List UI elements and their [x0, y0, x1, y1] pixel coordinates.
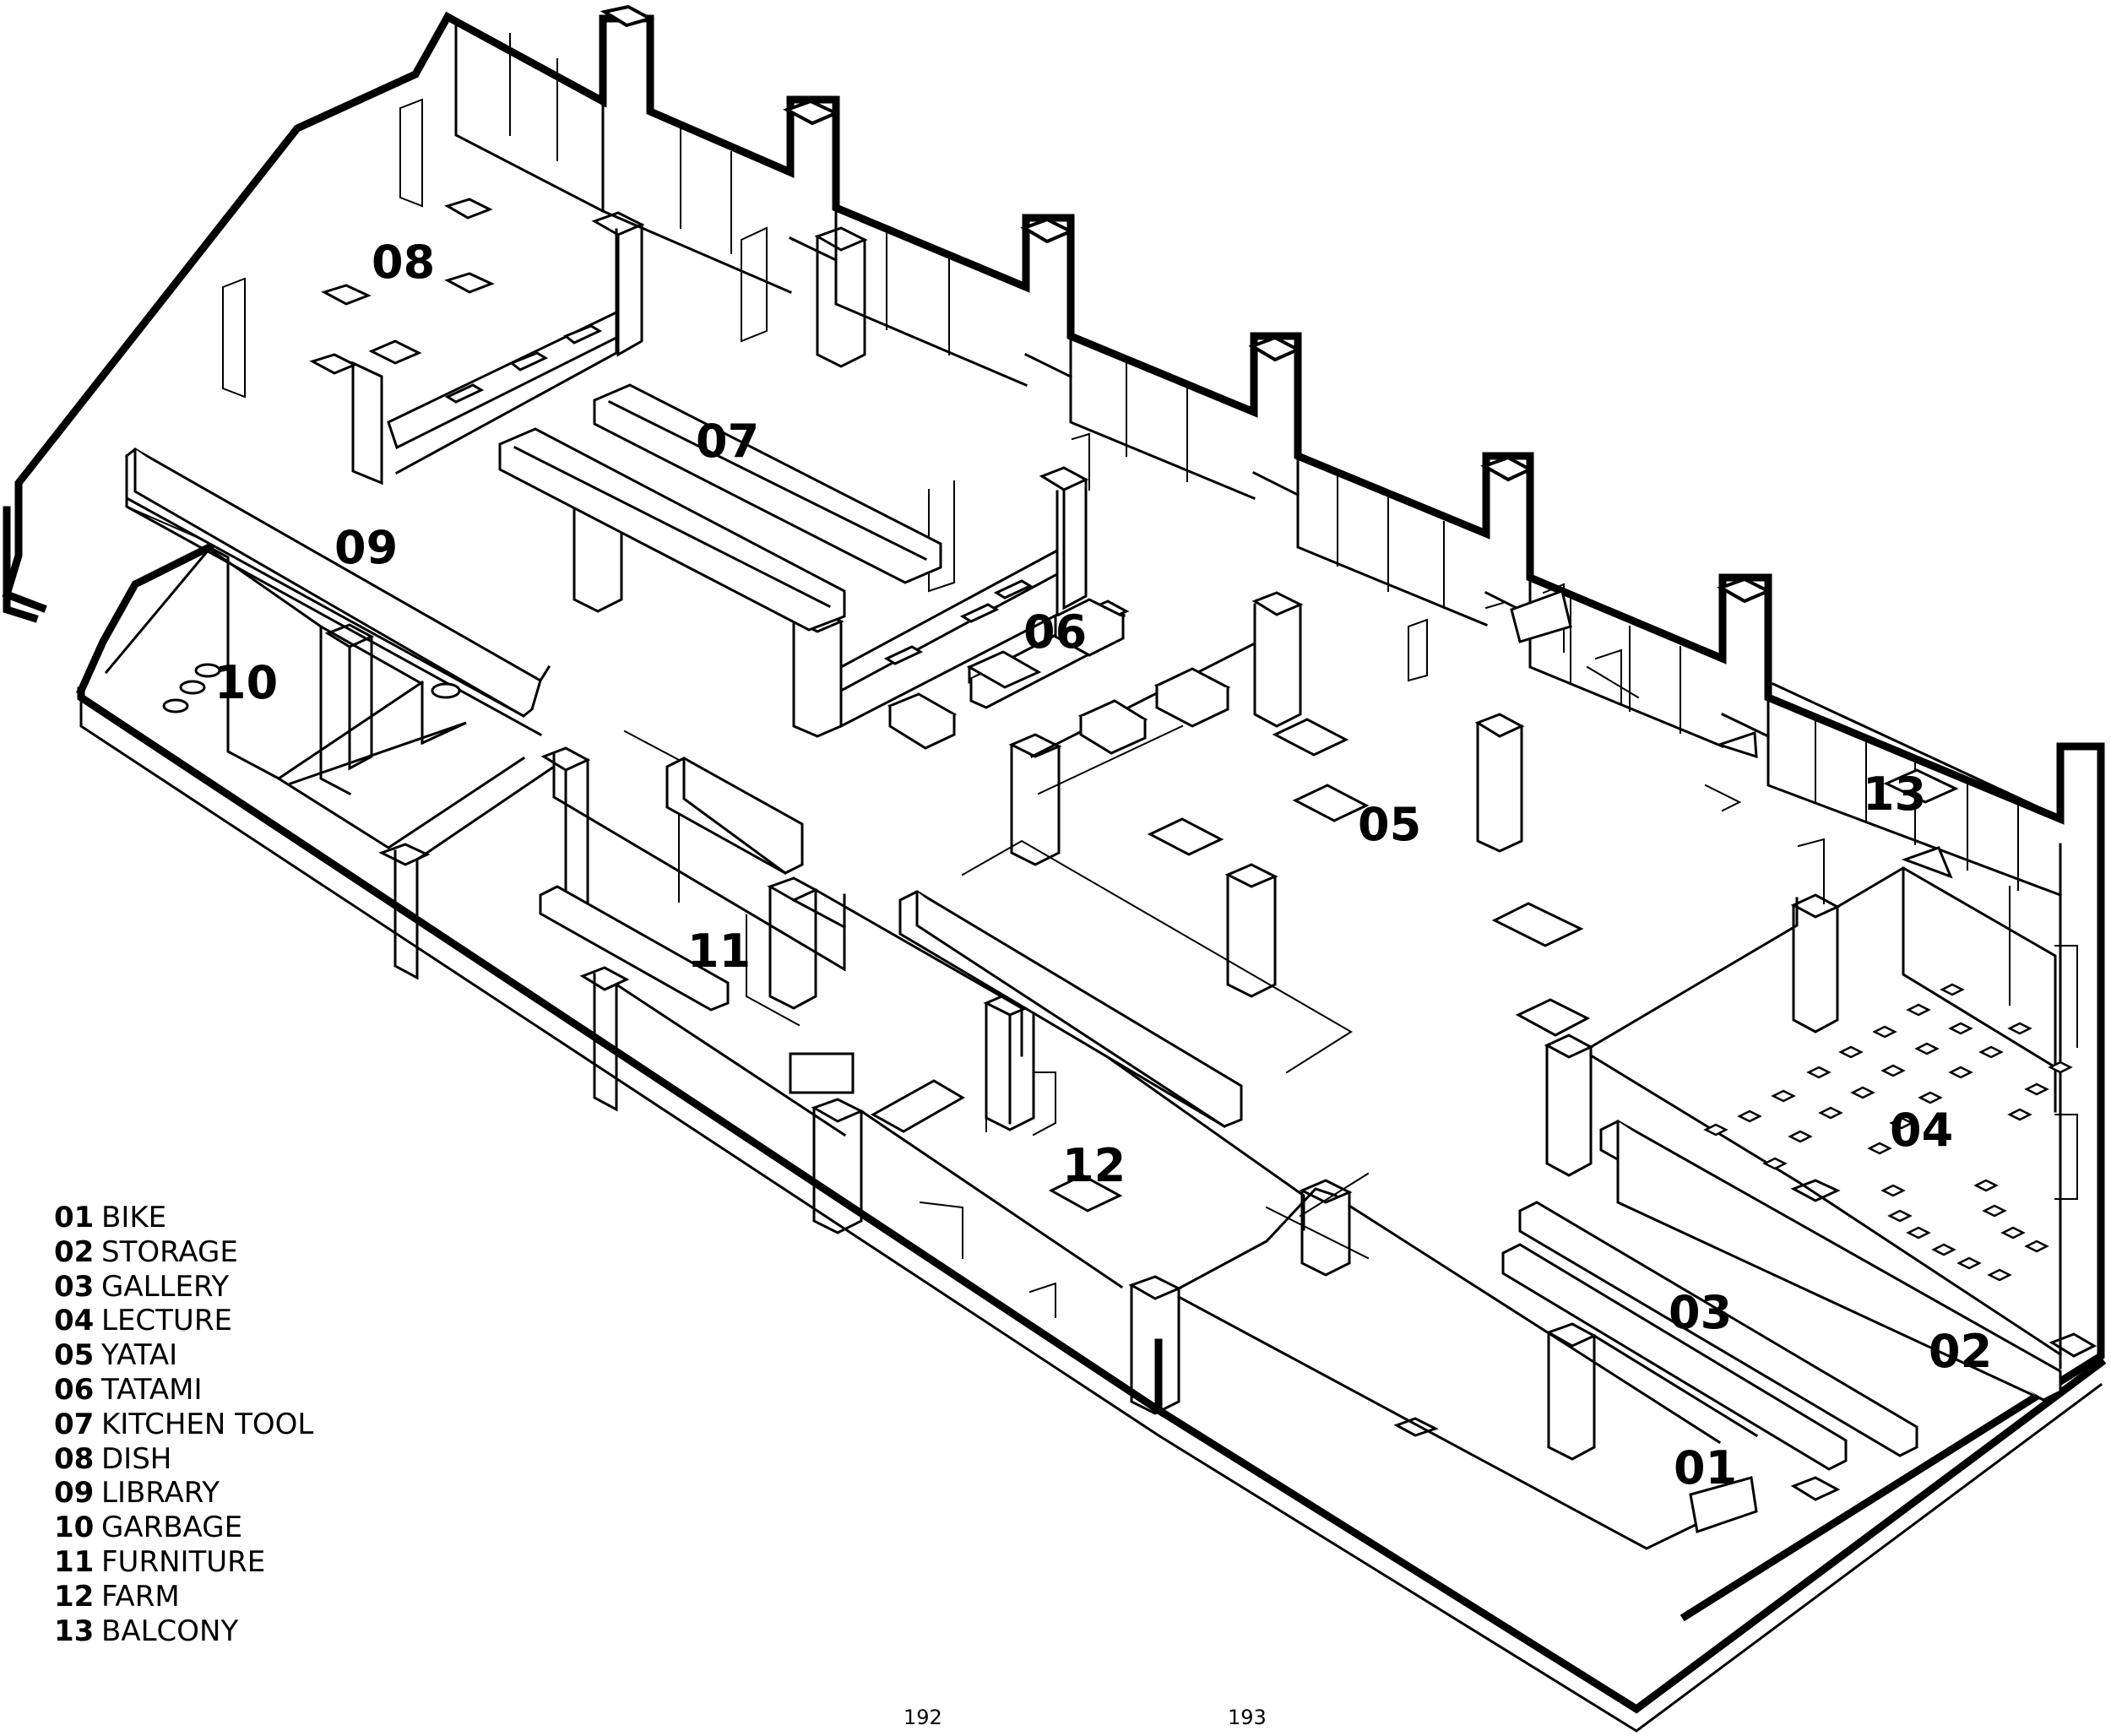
zone-label-04: 04 [1890, 1104, 1954, 1157]
legend-number: 08 [54, 1441, 95, 1476]
legend-name: LECTURE [101, 1304, 232, 1338]
legend-number: 13 [54, 1614, 95, 1648]
legend-name: BIKE [101, 1201, 167, 1234]
legend-name: DISH [101, 1441, 172, 1476]
furniture-benches [539, 757, 1243, 1133]
legend-name: FURNITURE [101, 1544, 266, 1579]
exterior-walls [2, 11, 2107, 1714]
legend-number: 05 [54, 1338, 95, 1373]
legend-number: 01 [54, 1201, 95, 1234]
page-number-left: 192 [904, 1706, 942, 1729]
legend-number: 03 [54, 1269, 95, 1304]
legend-number: 11 [54, 1544, 95, 1579]
legend-name: YATAI [101, 1338, 178, 1373]
legend-number: 10 [54, 1511, 95, 1545]
legend-number: 02 [54, 1234, 95, 1269]
kitchen-counters [498, 383, 942, 632]
perimeter-columns [600, 4, 1772, 604]
dish-counter [387, 310, 618, 450]
zone-label-02: 02 [1929, 1325, 1993, 1378]
zone-label-08: 08 [372, 236, 436, 289]
zone-label-10: 10 [214, 656, 279, 709]
tatami-platforms [887, 598, 1231, 755]
zone-label-06: 06 [1023, 605, 1088, 659]
lecture-seats [1703, 983, 2073, 1282]
legend-number: 07 [54, 1407, 95, 1441]
legend-name: KITCHEN TOOL [101, 1407, 314, 1441]
detail-lines [125, 33, 2078, 1318]
garbage-bins [162, 663, 461, 713]
zone-label-12: 12 [1062, 1139, 1126, 1192]
gallery-panels [1501, 1120, 2062, 1533]
balcony-furniture [1510, 589, 1959, 879]
page-number-right: 193 [1228, 1706, 1267, 1729]
yatai-tables [1048, 718, 1591, 1212]
legend-number: 04 [54, 1304, 95, 1338]
zone-label-09: 09 [334, 521, 399, 574]
legend-number: 06 [54, 1372, 95, 1407]
zone-label-03: 03 [1669, 1286, 1733, 1339]
zone-label-05: 05 [1358, 798, 1422, 851]
kitchen-u-counter [839, 548, 1059, 693]
legend-name: STORAGE [101, 1234, 238, 1269]
legend-name: FARM [101, 1579, 180, 1614]
legend-name: TATAMI [101, 1372, 203, 1407]
zone-label-01: 01 [1674, 1441, 1738, 1495]
legend-name: BALCONY [101, 1614, 239, 1648]
legend-name: LIBRARY [101, 1476, 220, 1511]
legend-number: 12 [54, 1579, 95, 1614]
library-bookshelf [125, 448, 542, 719]
dish-tables [309, 198, 495, 375]
zone-label-07: 07 [696, 415, 760, 468]
wall-thickness-lines [79, 24, 2103, 1733]
legend-number: 09 [54, 1476, 95, 1511]
zone-label-11: 11 [687, 925, 752, 978]
zone-label-13: 13 [1863, 768, 1927, 821]
legend-name: GALLERY [101, 1269, 230, 1304]
legend-name: GARBAGE [101, 1511, 243, 1545]
